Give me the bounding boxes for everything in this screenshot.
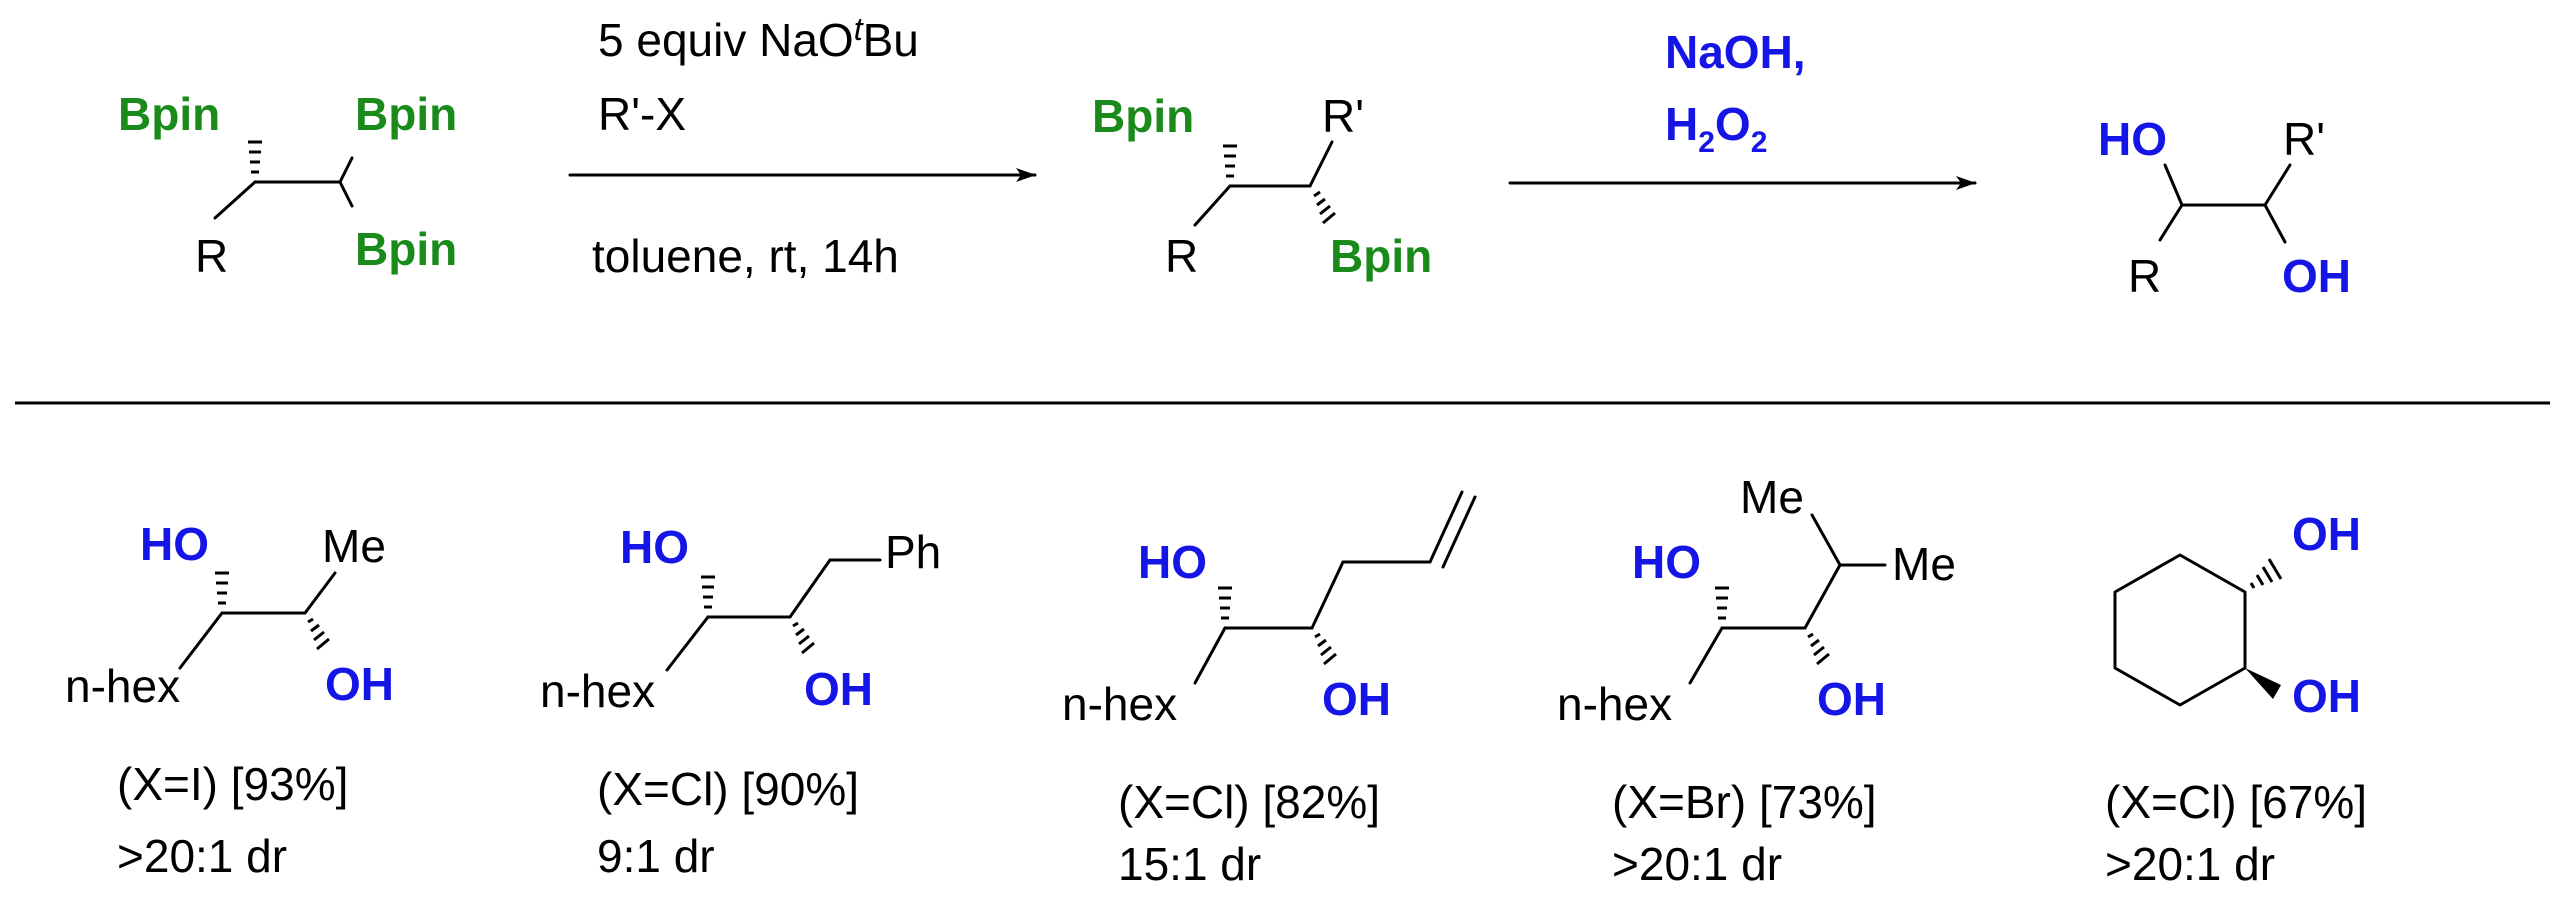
hashed-wedge [1807, 632, 1830, 666]
dr-caption: 15:1 dr [1118, 838, 1261, 890]
yield-caption: (X=Cl) [82%] [1118, 776, 1380, 828]
starting-triboronate: Bpin Bpin Bpin R [118, 88, 457, 282]
hydroxyl-label: OH [1817, 673, 1886, 725]
hashed-wedge [307, 617, 330, 651]
hydroxyl-label: OH [804, 663, 873, 715]
scope-example-4: HO OH n-hex Me Me (X=Br) [73%] >20:1 dr [1557, 471, 1956, 890]
chain-label: n-hex [1557, 678, 1672, 730]
hydroxyl-label: OH [1322, 673, 1391, 725]
hydroxyl-label: HO [1138, 536, 1207, 588]
dr-caption: >20:1 dr [2105, 838, 2275, 890]
rprime-label: R' [1322, 90, 1364, 142]
hashed-wedge [2249, 558, 2283, 589]
bpin-label: Bpin [1330, 230, 1432, 282]
base-condition: 5 equiv NaOtBu [598, 11, 919, 66]
hydroxyl-label: OH [2292, 508, 2361, 560]
r-group-label: R [195, 230, 228, 282]
dr-caption: 9:1 dr [597, 830, 715, 882]
bpin-label: Bpin [1092, 90, 1194, 142]
chain-label: n-hex [65, 660, 180, 712]
r-group-label: R [2128, 250, 2161, 302]
peroxide-condition: H2O2 [1665, 98, 1767, 159]
dr-caption: >20:1 dr [1612, 838, 1782, 890]
hydroxyl-label: OH [2282, 250, 2351, 302]
hashed-wedge [1218, 586, 1232, 620]
yield-caption: (X=Cl) [67%] [2105, 776, 2367, 828]
hashed-wedge [215, 571, 229, 605]
yield-caption: (X=Cl) [90%] [597, 763, 859, 815]
chain-label: n-hex [1062, 678, 1177, 730]
electrophile-condition: R'-X [598, 88, 686, 140]
scope-example-1: HO OH n-hex Me (X=I) [93%] >20:1 dr [65, 518, 394, 882]
chain-label: n-hex [540, 665, 655, 717]
hashed-wedge [701, 575, 715, 609]
dr-caption: >20:1 dr [117, 830, 287, 882]
reaction-arrow-1: 5 equiv NaOtBu R'-X toluene, rt, 14h [568, 11, 1037, 282]
hashed-wedge [1715, 586, 1729, 620]
intermediate-diboronate: Bpin Bpin R R' [1092, 90, 1432, 282]
yield-caption: (X=I) [93%] [117, 758, 348, 810]
bpin-label: Bpin [118, 88, 220, 140]
hydroxyl-label: HO [620, 521, 689, 573]
hashed-wedge [1314, 632, 1337, 666]
substituent-label: Me [322, 520, 386, 572]
hydroxyl-label: OH [2292, 670, 2361, 722]
solid-wedge [2245, 668, 2281, 699]
reaction-arrow-2: NaOH, H2O2 [1508, 26, 1977, 190]
hydroxyl-label: HO [1632, 536, 1701, 588]
solvent-condition: toluene, rt, 14h [592, 230, 899, 282]
scope-example-5: OH OH (X=Cl) [67%] >20:1 dr [2105, 508, 2367, 890]
scope-example-3: HO OH n-hex (X=Cl) [82%] 15:1 dr [1062, 490, 1477, 890]
hashed-wedge [1313, 190, 1336, 225]
hydroxyl-label: HO [2098, 113, 2167, 165]
substituent-label: Me [1892, 538, 1956, 590]
yield-caption: (X=Br) [73%] [1612, 776, 1877, 828]
scope-example-2: HO OH n-hex Ph (X=Cl) [90%] 9:1 dr [540, 521, 941, 882]
hydroxyl-label: HO [140, 518, 209, 570]
substituent-label: Ph [885, 526, 941, 578]
product-diol: HO OH R R' [2098, 113, 2351, 302]
substituent-label: Me [1740, 471, 1804, 523]
bpin-label: Bpin [355, 88, 457, 140]
hashed-wedge [792, 621, 815, 655]
hashed-wedge [248, 140, 262, 174]
r-group-label: R [1165, 230, 1198, 282]
bpin-label: Bpin [355, 223, 457, 275]
hydroxyl-label: OH [325, 658, 394, 710]
hashed-wedge [1223, 144, 1237, 178]
rprime-label: R' [2283, 113, 2325, 165]
oxidation-condition: NaOH, [1665, 26, 1806, 78]
